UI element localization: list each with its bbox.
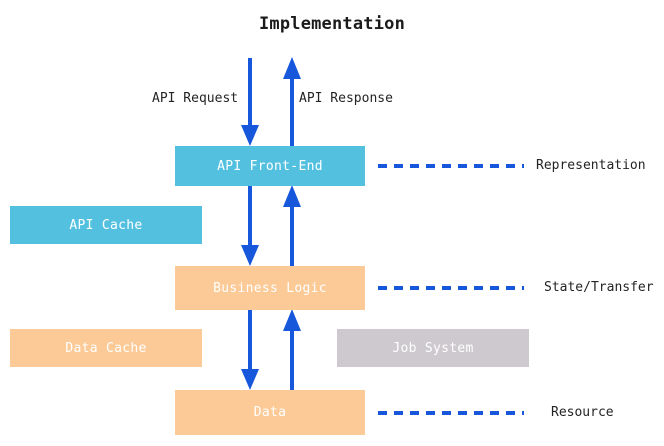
arrow-frontend-to-logic [241, 186, 259, 266]
layer-label-resource: Resource [551, 405, 614, 420]
node-api-cache[interactable]: API Cache [10, 206, 202, 244]
dashed-line-state-transfer [378, 286, 524, 290]
dashed-line-resource [378, 411, 524, 415]
node-api-front-end[interactable]: API Front-End [175, 146, 365, 186]
dashed-line-representation [378, 164, 524, 168]
edge-label-api-request: API Request [152, 91, 239, 106]
arrow-data-to-logic [283, 309, 301, 390]
node-job-system-label: Job System [392, 340, 474, 356]
node-business-logic[interactable]: Business Logic [175, 266, 365, 310]
node-api-front-end-label: API Front-End [217, 158, 323, 174]
node-business-logic-label: Business Logic [213, 280, 327, 296]
arrow-logic-to-data [241, 310, 259, 390]
node-data-label: Data [253, 405, 287, 420]
edge-label-api-response: API Response [299, 91, 393, 106]
node-job-system[interactable]: Job System [337, 329, 529, 367]
layer-label-state-transfer: State/Transfer [544, 280, 654, 295]
node-data-cache[interactable]: Data Cache [10, 329, 202, 367]
arrow-api-request [241, 58, 259, 146]
node-data[interactable]: Data [175, 390, 365, 435]
page-title: Implementation [258, 14, 406, 34]
node-data-cache-label: Data Cache [65, 340, 147, 356]
node-api-cache-label: API Cache [69, 217, 143, 233]
arrow-logic-to-frontend [283, 185, 301, 266]
layer-label-representation: Representation [536, 158, 646, 173]
